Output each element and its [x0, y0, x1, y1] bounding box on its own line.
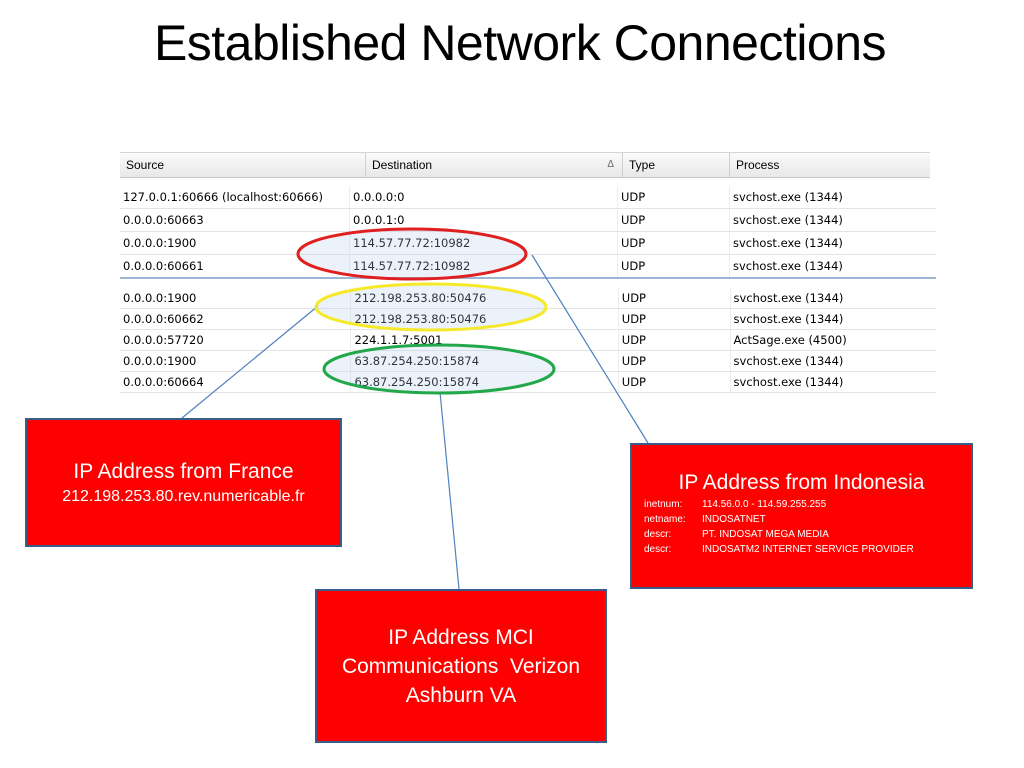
- type-cell: UDP: [618, 232, 730, 254]
- column-header-type[interactable]: Type: [623, 153, 730, 177]
- process-cell: ActSage.exe (4500): [733, 333, 847, 347]
- destination-cell: 63.87.254.250:15874: [351, 372, 619, 392]
- whois-value: INDOSATNET: [702, 514, 766, 525]
- whois-line: descr: INDOSATM2 INTERNET SERVICE PROVIDE…: [644, 542, 971, 557]
- whois-record: inetnum: 114.56.0.0 - 114.59.255.255 netn…: [632, 497, 971, 557]
- connector-line-mci: [439, 391, 460, 590]
- process-cell: svchost.exe (1344): [733, 312, 844, 326]
- table-row[interactable]: 0.0.0.0:60662 212.198.253.80:50476 UDP s…: [120, 309, 936, 330]
- slide-title: Established Network Connections: [153, 15, 887, 71]
- source-cell: 0.0.0.0:57720: [120, 330, 352, 350]
- callout-mci-line2: Communications Verizon: [341, 655, 581, 678]
- callout-mci-line3: Ashburn VA: [405, 684, 517, 707]
- source-cell: 0.0.0.0:60661: [120, 255, 350, 277]
- whois-line: inetnum: 114.56.0.0 - 114.59.255.255: [644, 497, 971, 512]
- callout-france: IP Address from France 212.198.253.80.re…: [25, 418, 342, 547]
- callout-france-heading: IP Address from France: [73, 460, 294, 483]
- table-row[interactable]: 127.0.0.1:60666 (localhost:60666) 0.0.0.…: [120, 186, 936, 209]
- process-cell: svchost.exe (1344): [733, 354, 844, 368]
- whois-key: inetnum:: [644, 499, 683, 510]
- whois-line: descr: PT. INDOSAT MEGA MEDIA: [644, 527, 971, 542]
- column-header-source-label: Source: [126, 158, 165, 172]
- callout-indonesia-heading: IP Address from Indonesia: [678, 471, 925, 494]
- type-cell: UDP: [618, 209, 730, 231]
- whois-key: descr:: [644, 529, 672, 540]
- process-cell: svchost.exe (1344): [733, 259, 843, 273]
- whois-value: INDOSATM2 INTERNET SERVICE PROVIDER: [702, 544, 914, 555]
- process-cell: svchost.exe (1344): [733, 213, 843, 227]
- callout-france-detail: 212.198.253.80.rev.numericable.fr: [62, 488, 305, 505]
- destination-cell: 63.87.254.250:15874: [351, 351, 619, 371]
- source-cell: 0.0.0.0:1900: [120, 232, 350, 254]
- process-cell: svchost.exe (1344): [733, 190, 843, 204]
- destination-cell: 114.57.77.72:10982: [350, 255, 618, 277]
- connections-table-bottom: 0.0.0.0:1900 212.198.253.80:50476 UDP sv…: [120, 288, 936, 393]
- table-row[interactable]: 0.0.0.0:60664 63.87.254.250:15874 UDP sv…: [120, 372, 936, 393]
- destination-cell: 212.198.253.80:50476: [351, 309, 619, 329]
- connections-table-header: Source Destination Δ Type Process: [120, 152, 930, 178]
- column-header-type-label: Type: [629, 158, 656, 172]
- column-header-process-label: Process: [736, 158, 780, 172]
- type-cell: UDP: [619, 309, 731, 329]
- source-cell: 0.0.0.0:60662: [120, 309, 352, 329]
- type-cell: UDP: [618, 186, 730, 208]
- sort-ascending-icon: Δ: [607, 159, 614, 170]
- whois-value: 114.56.0.0 - 114.59.255.255: [702, 499, 827, 510]
- connections-table-top: 127.0.0.1:60666 (localhost:60666) 0.0.0.…: [120, 186, 936, 279]
- column-header-process[interactable]: Process: [730, 153, 930, 177]
- column-header-destination-label: Destination: [372, 158, 433, 172]
- destination-cell: 224.1.1.7:5001: [351, 330, 619, 350]
- process-cell: svchost.exe (1344): [733, 375, 844, 389]
- whois-key: netname:: [644, 514, 686, 525]
- callout-mci: IP Address MCI Communications Verizon As…: [315, 589, 607, 743]
- table-row[interactable]: 0.0.0.0:60663 0.0.0.1:0 UDP svchost.exe …: [120, 209, 936, 232]
- column-header-source[interactable]: Source: [120, 153, 366, 177]
- table-row[interactable]: 0.0.0.0:57720 224.1.1.7:5001 UDP ActSage…: [120, 330, 936, 351]
- source-cell: 0.0.0.0:60664: [120, 372, 352, 392]
- table-row[interactable]: 0.0.0.0:1900 114.57.77.72:10982 UDP svch…: [120, 232, 936, 255]
- whois-line: netname: INDOSATNET: [644, 512, 971, 527]
- source-cell: 127.0.0.1:60666 (localhost:60666): [120, 186, 350, 208]
- callout-indonesia: IP Address from Indonesia inetnum: 114.56…: [630, 443, 973, 589]
- destination-cell: 0.0.0.0:0: [350, 186, 618, 208]
- type-cell: UDP: [619, 288, 731, 308]
- type-cell: UDP: [618, 255, 730, 277]
- table-row[interactable]: 0.0.0.0:60661 114.57.77.72:10982 UDP svc…: [120, 255, 936, 279]
- type-cell: UDP: [619, 372, 731, 392]
- source-cell: 0.0.0.0:60663: [120, 209, 350, 231]
- whois-key: descr:: [644, 544, 672, 555]
- table-row[interactable]: 0.0.0.0:1900 212.198.253.80:50476 UDP sv…: [120, 288, 936, 309]
- table-row[interactable]: 0.0.0.0:1900 63.87.254.250:15874 UDP svc…: [120, 351, 936, 372]
- type-cell: UDP: [619, 330, 731, 350]
- destination-cell: 212.198.253.80:50476: [351, 288, 619, 308]
- type-cell: UDP: [619, 351, 731, 371]
- destination-cell: 0.0.0.1:0: [350, 209, 618, 231]
- destination-cell: 114.57.77.72:10982: [350, 232, 618, 254]
- callout-mci-line1: IP Address MCI: [388, 626, 534, 649]
- source-cell: 0.0.0.0:1900: [120, 351, 352, 371]
- source-cell: 0.0.0.0:1900: [120, 288, 352, 308]
- process-cell: svchost.exe (1344): [733, 236, 843, 250]
- column-header-destination[interactable]: Destination Δ: [366, 153, 623, 177]
- whois-value: PT. INDOSAT MEGA MEDIA: [702, 529, 829, 540]
- process-cell: svchost.exe (1344): [733, 291, 844, 305]
